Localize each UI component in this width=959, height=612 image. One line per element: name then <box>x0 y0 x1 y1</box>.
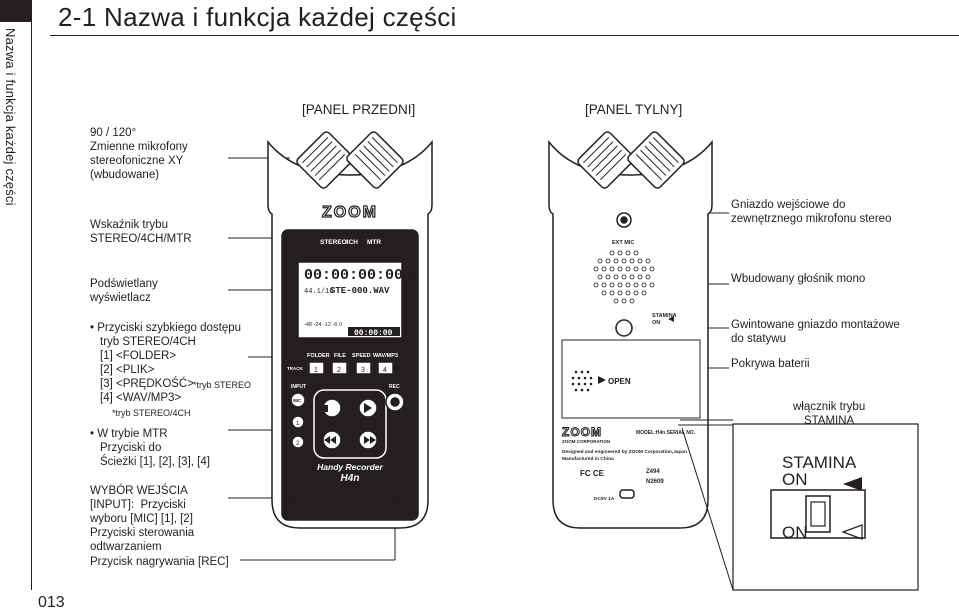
callout-2: ❷ <box>390 493 401 507</box>
label-quick-access-note: *tryb STEREO/4CH <box>112 408 191 418</box>
lcd-file: STE-000.WAV <box>330 286 390 296</box>
label-backlit-display: Podświetlany wyświetlacz <box>90 278 158 304</box>
rear-panel-heading: [PANEL TYLNY] <box>585 102 683 117</box>
lcd-remain: 00:00:00 <box>354 329 393 338</box>
track-2: 2 <box>337 367 341 374</box>
rear-dc: DC5V 1A <box>594 496 615 502</box>
rear-made: Manufactured in China <box>562 456 614 462</box>
side-tab-bar: Nazwa i funkcja każdej części <box>0 0 32 590</box>
mode-4ch: 4CH <box>345 239 358 246</box>
btn-speed-label: SPEED <box>352 353 371 359</box>
input-1-label: 1 <box>296 421 300 427</box>
page-number: 013 <box>38 594 65 611</box>
rear-designed: Designed and engineered by ZOOM Corporat… <box>562 449 687 455</box>
lcd-rate: 44.1/16 <box>304 288 333 296</box>
label-speaker: Wbudowany głośnik mono <box>731 273 866 285</box>
btn-folder-label: FOLDER <box>307 353 330 359</box>
label-quick-access-star: *tryb STEREO <box>193 380 252 390</box>
track-3: 3 <box>361 367 365 374</box>
lcd-time: 00:00:00:000 <box>304 267 412 284</box>
input-label: INPUT <box>291 384 306 390</box>
track-1: 1 <box>314 367 318 374</box>
front-brand-logo: ZOOM <box>322 204 378 221</box>
rear-model: MODEL:H4n SERIAL NO. <box>636 430 696 436</box>
label-mode-indicator: Wskaźnik trybu STEREO/4CH/MTR <box>90 219 192 245</box>
rear-cert1: Z494 <box>646 469 660 475</box>
label-quick-access-body: tryb STEREO/4CH [1] <FOLDER> [2] <PLIK> … <box>100 336 196 390</box>
btn-wav-label: WAV/MP3 <box>373 353 398 359</box>
rear-cert2: N2609 <box>646 479 664 485</box>
label-quick-access-title: • Przyciski szybkiego dostępu <box>90 322 242 334</box>
label-mtr-title: • W trybie MTR <box>90 428 168 440</box>
input-2-label: 2 <box>296 441 300 447</box>
callout-1: ❶ <box>285 493 296 507</box>
rear-fc-ce: FC CE <box>580 469 605 478</box>
rear-open: OPEN <box>608 377 631 386</box>
rear-stamina: STAMINA <box>652 313 677 319</box>
track-label: TRACK <box>287 366 303 371</box>
stamina-zoom-on-top: ON <box>782 470 808 489</box>
label-input-select: WYBÓR WEJŚCIA [INPUT]: Przyciski wyboru … <box>90 485 195 553</box>
mode-mtr: MTR <box>367 239 381 246</box>
mode-stereo: STEREO <box>320 239 347 246</box>
side-tab-marker <box>0 0 31 22</box>
label-record-button: Przycisk nagrywania [REC] <box>90 556 229 568</box>
rec-label: REC <box>389 384 400 390</box>
label-ext-mic-jack: Gniazdo wejściowe do zewnętrznego mikrof… <box>731 199 892 225</box>
mic-button-label: MIC <box>293 398 302 403</box>
rear-ext-mic: EXT MIC <box>612 240 634 246</box>
label-tripod-socket: Gwintowane gniazdo montażowe do statywu <box>731 319 900 345</box>
stamina-zoom-label: STAMINA <box>782 453 857 472</box>
label-quick-access-4: [4] <WAV/MP3> <box>100 392 182 404</box>
label-mtr-body: Przyciski do Ścieżki [1], [2], [3], [4] <box>100 442 210 468</box>
title-rule <box>50 35 959 36</box>
side-section-label: Nazwa i funkcja każdej części <box>3 28 18 206</box>
model-line2: H4n <box>341 473 360 484</box>
rear-corporation: ZOOM CORPORATION <box>562 439 610 444</box>
track-4: 4 <box>383 367 387 374</box>
btn-file-label: FILE <box>334 353 346 359</box>
label-battery-cover: Pokrywa baterii <box>731 358 810 370</box>
stamina-zoom-on-bottom: ON <box>782 523 808 542</box>
rear-on: ON <box>652 320 660 326</box>
page-title: 2-1 Nazwa i funkcja każdej części <box>58 2 457 32</box>
front-panel-heading: [PANEL PRZEDNI] <box>302 102 416 117</box>
rear-brand-logo: ZOOM <box>562 425 602 439</box>
label-xy-mics: 90 / 120° Zmienne mikrofony stereofonicz… <box>90 127 188 181</box>
model-line1: Handy Recorder <box>317 462 383 472</box>
lcd-scale: -48 -24 -12 -6 0 <box>304 322 342 328</box>
